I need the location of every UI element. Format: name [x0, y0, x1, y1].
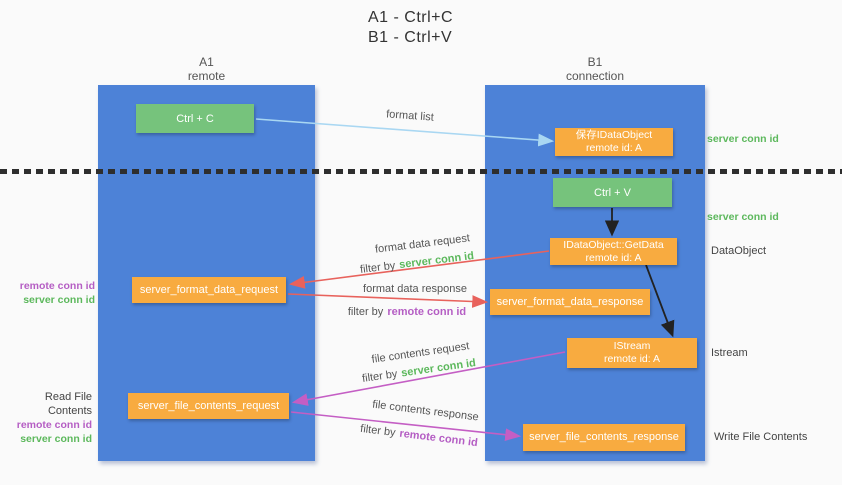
filter-key-remote-conn-id-1: remote conn id: [387, 306, 467, 318]
node-server-file-contents-request-label: server_file_contents_request: [137, 399, 280, 412]
lifeline-header-a1: A1 remote: [98, 55, 315, 83]
label-format-data-response: format data response: [363, 283, 467, 295]
filter-by-text-4: filter by: [359, 422, 397, 440]
lifeline-a1-name: A1: [199, 55, 214, 69]
lifeline-b1-name: B1: [587, 55, 603, 69]
annotation-dataobject: DataObject: [711, 245, 767, 257]
node-save-idataobject: 保存IDataObject remote id: A: [555, 128, 673, 156]
annotation-read-file-contents: Read File Contents: [44, 391, 92, 417]
node-ctrl-v-label: Ctrl + V: [594, 186, 631, 199]
annotation-server-conn-id-left-2: server conn id: [20, 433, 92, 445]
annotation-server-conn-id-right-2: server conn id: [707, 211, 779, 223]
node-save-idataobject-line2: remote id: A: [585, 142, 643, 154]
node-server-format-data-response: server_format_data_response: [490, 289, 650, 315]
node-ctrl-c: Ctrl + C: [136, 104, 254, 133]
annotation-write-file-contents: Write File Contents: [714, 431, 808, 443]
label-file-contents-response: file contents response: [371, 398, 480, 424]
node-server-format-data-response-label: server_format_data_response: [496, 295, 644, 308]
annotation-server-conn-id-left-1: server conn id: [23, 294, 95, 306]
node-istream-line1: IStream: [613, 340, 651, 352]
annotation-server-conn-id-right-1: server conn id: [707, 133, 779, 145]
node-save-idataobject-line1: 保存IDataObject: [575, 129, 653, 141]
node-idataobject-getdata-line2: remote id: A: [585, 251, 642, 264]
annotation-read-file-contents-block: Read File Contents remote conn id server…: [0, 390, 92, 446]
title-line-1: A1 - Ctrl+C: [368, 9, 454, 26]
lifeline-header-b1: B1 connection: [485, 55, 705, 83]
node-istream: IStream remote id: A: [567, 338, 697, 368]
lifeline-a1-role: remote: [187, 69, 226, 83]
arrow-format-data-response: [287, 293, 489, 308]
node-server-file-contents-request: server_file_contents_request: [128, 393, 289, 419]
node-istream-line2: remote id: A: [603, 353, 661, 365]
node-ctrl-c-label: Ctrl + C: [176, 112, 214, 125]
node-ctrl-v: Ctrl + V: [553, 178, 672, 207]
filter-key-server-conn-id-2: server conn id: [400, 357, 477, 380]
lifeline-b1-role: connection: [565, 69, 625, 83]
annotation-remote-conn-id-left-1: remote conn id: [19, 280, 95, 292]
annotation-remote-conn-id-left-2: remote conn id: [16, 419, 92, 431]
node-server-format-data-request: server_format_data_request: [132, 277, 286, 303]
node-server-file-contents-response-label: server_file_contents_response: [529, 431, 679, 443]
title-line-2: B1 - Ctrl+V: [368, 29, 453, 46]
annotation-istream: Istream: [711, 347, 748, 359]
filter-by-text-3: filter by: [361, 368, 399, 385]
node-idataobject-getdata: IDataObject::GetData remote id: A: [550, 238, 677, 265]
filter-by-text-1: filter by: [359, 259, 397, 276]
filter-key-server-conn-id-1: server conn id: [398, 250, 475, 272]
label-format-list: format list: [385, 108, 435, 124]
filter-by-text-2: filter by: [347, 306, 384, 318]
filter-key-remote-conn-id-2: remote conn id: [398, 427, 479, 450]
phase-divider-dashed-line: [0, 169, 842, 174]
node-server-format-data-request-label: server_format_data_request: [139, 283, 279, 296]
annotation-conn-ids-left-1: remote conn id server conn id: [0, 279, 95, 307]
diagram-title: A1 - Ctrl+C B1 - Ctrl+V: [368, 8, 453, 48]
node-idataobject-getdata-line1: IDataObject::GetData: [563, 238, 664, 251]
node-server-file-contents-response: server_file_contents_response: [523, 424, 685, 451]
